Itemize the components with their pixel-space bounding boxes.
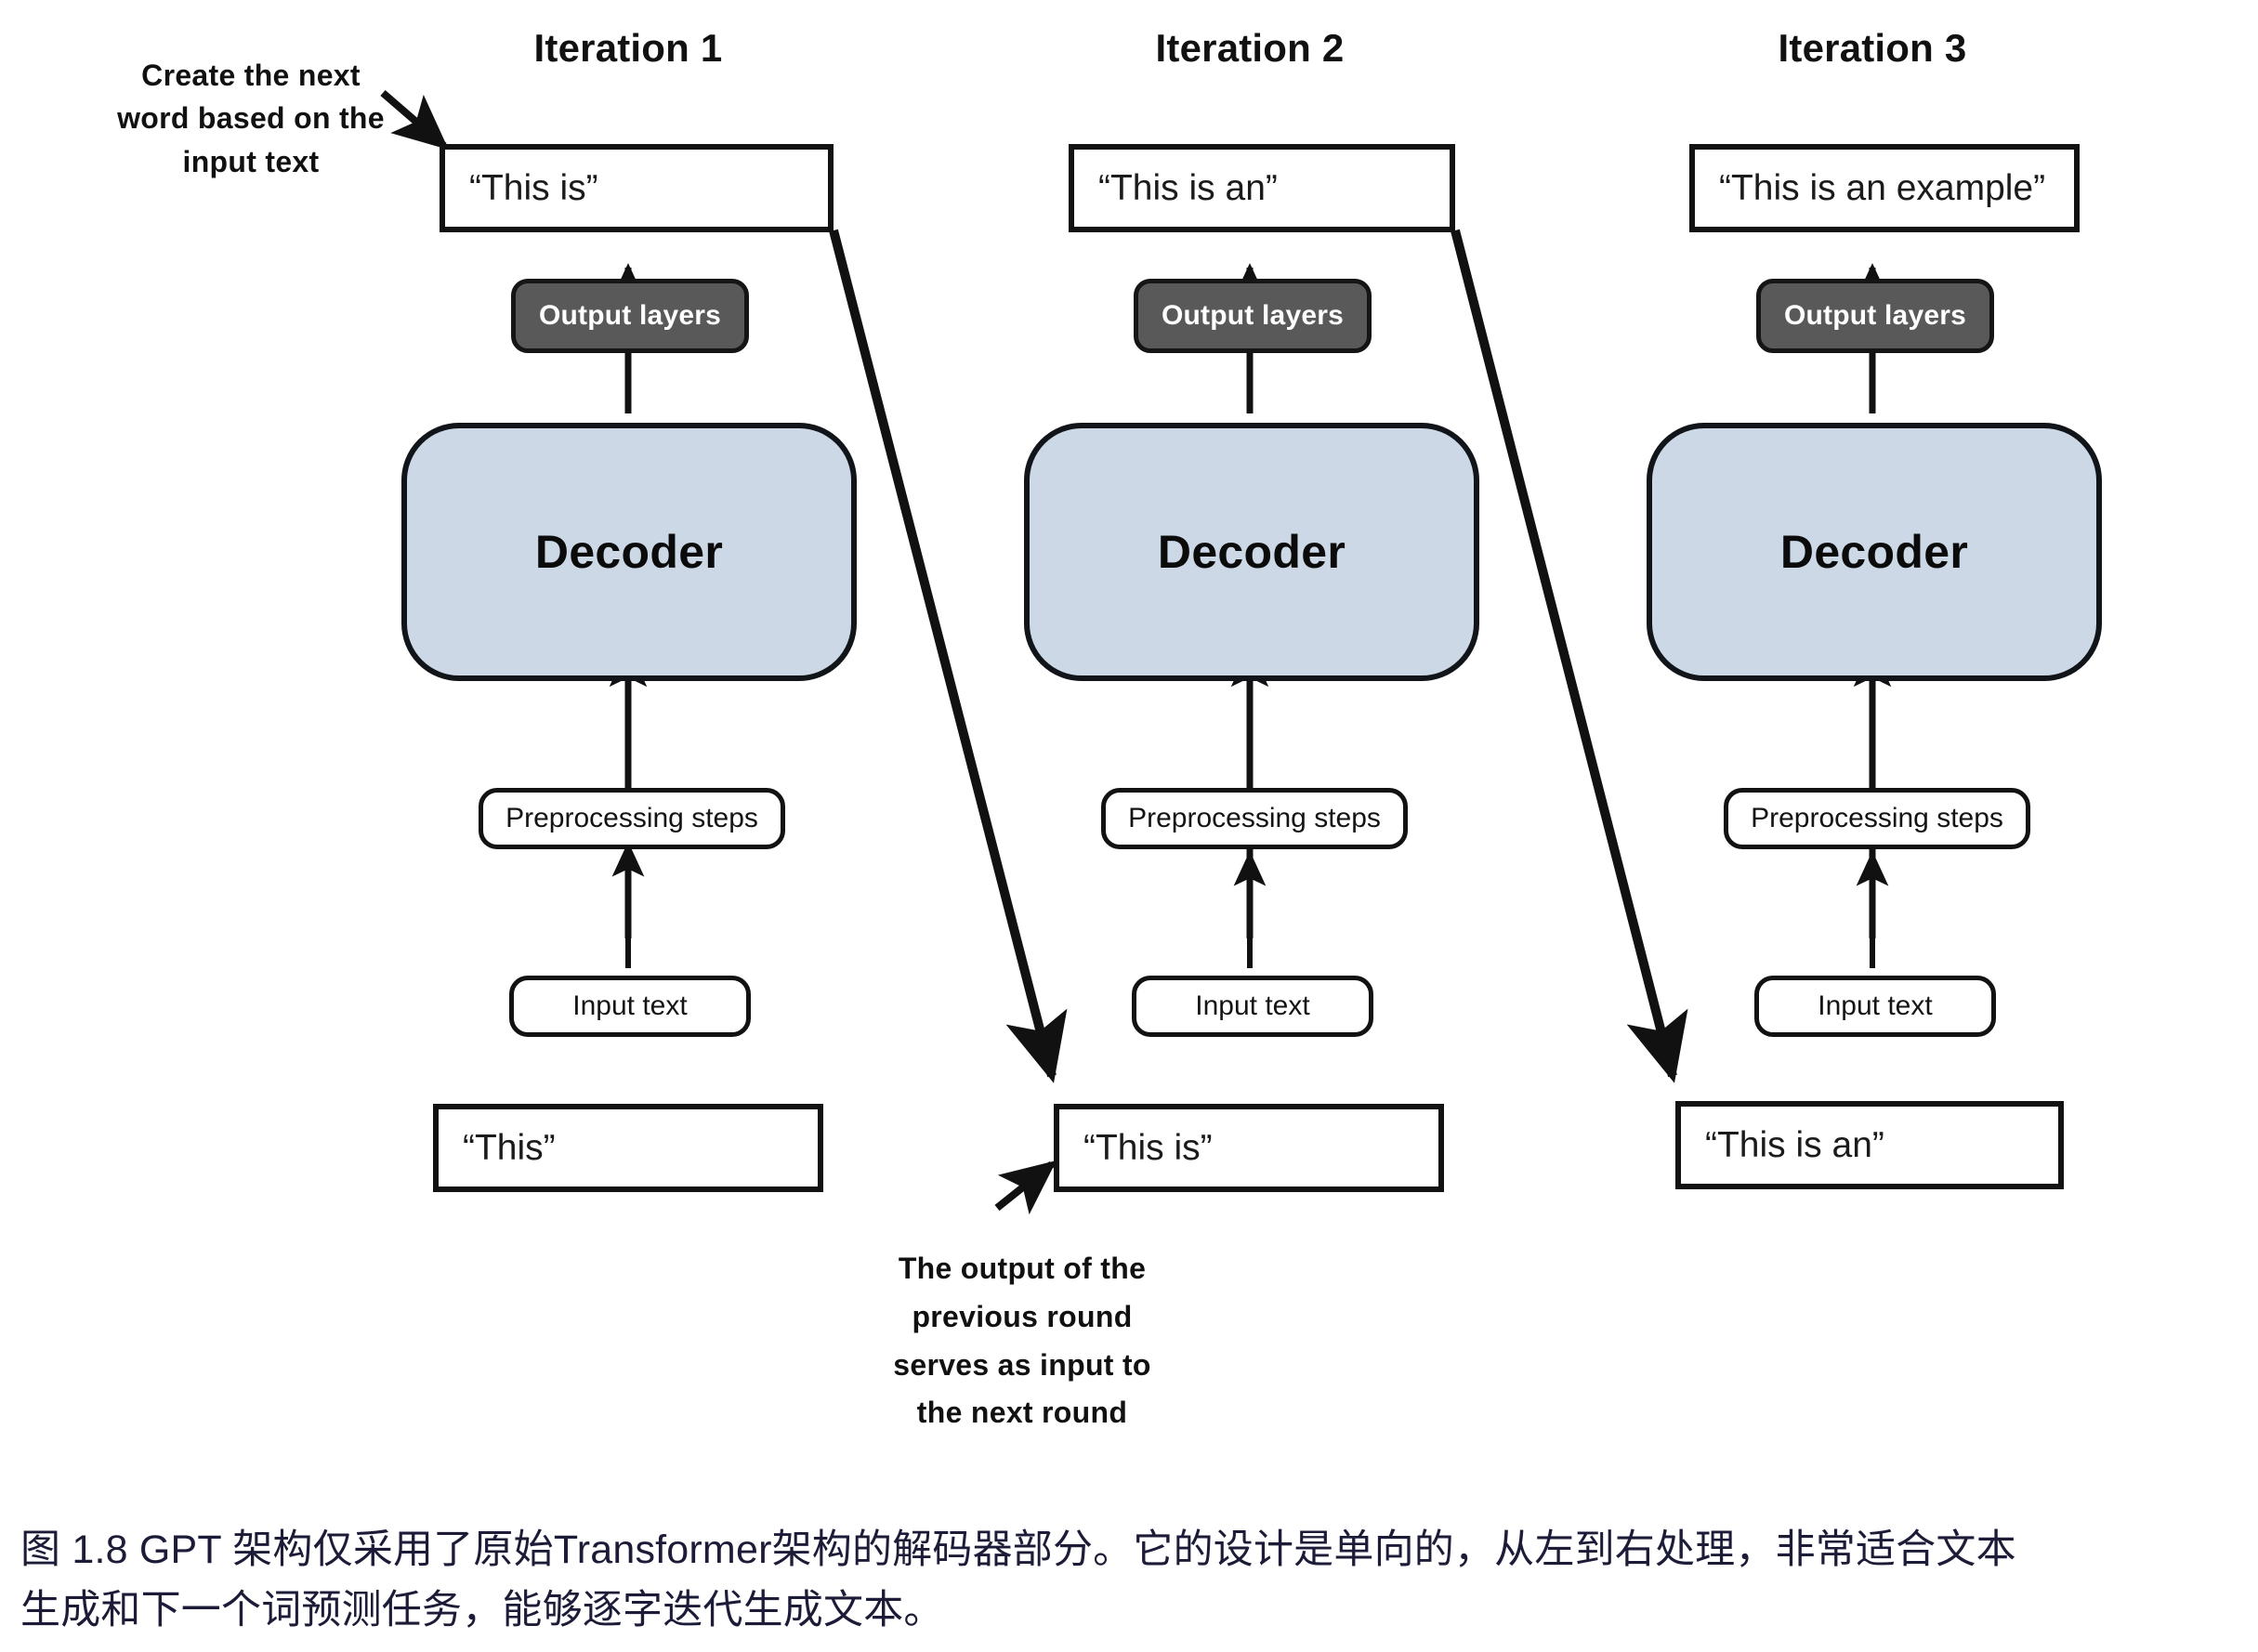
column-title-iteration-3: Iteration 3 <box>1778 26 1967 70</box>
input-text-box-iteration-3: Input text <box>1754 976 1996 1037</box>
output-layers-box-iteration-3: Output layers <box>1756 279 1994 353</box>
input-text-box-iteration-2: Input text <box>1132 976 1373 1037</box>
preprocessing-box-iteration-1: Preprocessing steps <box>479 788 785 849</box>
decoder-box-iteration-3: Decoder <box>1647 423 2102 681</box>
preprocessing-box-iteration-2: Preprocessing steps <box>1101 788 1408 849</box>
caption-line-1: 图 1.8 GPT 架构仅采用了原始Transformer架构的解码器部分。它的… <box>20 1527 2016 1572</box>
column-title-iteration-2: Iteration 2 <box>1155 26 1345 70</box>
bottom-input-box-iteration-2: “This is” <box>1054 1104 1444 1192</box>
input-text-box-iteration-1: Input text <box>509 976 751 1037</box>
preprocessing-box-iteration-3: Preprocessing steps <box>1724 788 2030 849</box>
decoder-box-iteration-1: Decoder <box>401 423 857 681</box>
decoder-box-iteration-2: Decoder <box>1024 423 1479 681</box>
output-layers-box-iteration-2: Output layers <box>1134 279 1372 353</box>
bottom-input-box-iteration-1: “This” <box>433 1104 823 1192</box>
column-title-iteration-1: Iteration 1 <box>533 26 723 70</box>
caption-line-2: 生成和下一个词预测任务，能够逐字迭代生成文本。 <box>20 1588 944 1633</box>
figure-caption: 图 1.8 GPT 架构仅采用了原始Transformer架构的解码器部分。它的… <box>20 1520 2241 1642</box>
output-layers-box-iteration-1: Output layers <box>511 279 749 353</box>
output-text-box-iteration-2: “This is an” <box>1069 144 1455 232</box>
annotation-output-feeds-next-round: The output of the previous round serves … <box>893 1252 1151 1430</box>
output-text-box-iteration-3: “This is an example” <box>1689 144 2080 232</box>
output-text-box-iteration-1: “This is” <box>440 144 834 232</box>
bottom-input-box-iteration-3: “This is an” <box>1675 1101 2064 1189</box>
annotation-create-next-word: Create the next word based on the input … <box>117 59 385 178</box>
